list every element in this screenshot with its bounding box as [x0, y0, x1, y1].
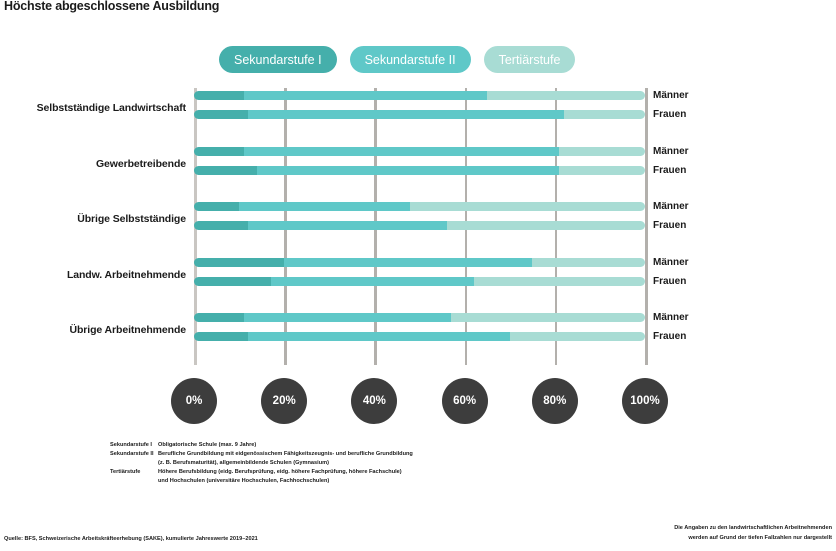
category-label: Übrige Arbeitnehmende — [69, 324, 186, 336]
series-label-frauen: Frauen — [653, 164, 687, 176]
footnote-term: Sekundarstufe I — [110, 442, 152, 448]
footnote-definition-continued: (z. B. Berufsmaturität), allgemeinbilden… — [158, 460, 329, 467]
bar-segment-2 — [487, 91, 645, 100]
x-axis-tick-label: 60% — [453, 395, 477, 407]
bar-segment-2 — [446, 221, 645, 230]
legend-item-label: Sekundarstufe I — [234, 52, 322, 67]
legend-item-1[interactable]: Sekundarstufe II — [349, 46, 471, 73]
bar--brige-arbeitnehmende-männer[interactable] — [194, 313, 645, 322]
bar--brige-arbeitnehmende-frauen[interactable] — [194, 332, 645, 341]
bar--brige-selbstst-ndige-frauen[interactable] — [194, 221, 645, 230]
x-axis-tick-label: 20% — [272, 395, 296, 407]
bar-segment-0 — [194, 257, 285, 267]
bar-selbstst-ndige-landwirtschaft-frauen[interactable] — [194, 110, 645, 119]
bar-segment-0 — [194, 276, 271, 286]
bar-segment-2 — [473, 276, 645, 286]
footnote-definitions: Sekundarstufe I Obligatorische Schule (ma… — [110, 441, 670, 486]
category-label: Selbstständige Landwirtschaft — [36, 102, 186, 114]
bar-segment-1 — [243, 146, 560, 156]
x-axis-tick-20: 20% — [261, 378, 308, 424]
x-axis-tick-label: 100% — [630, 395, 660, 407]
series-label-männer: Männer — [653, 145, 689, 157]
bar-segment-1 — [239, 202, 411, 211]
category-label: Übrige Selbstständige — [77, 213, 186, 225]
footnote-row: Sekundarstufe I Obligatorische Schule (ma… — [110, 441, 670, 450]
bar-landw-arbeitnehmende-männer[interactable] — [194, 257, 645, 267]
legend-item-2[interactable]: Tertiärstufe — [483, 46, 576, 73]
bar-segment-0 — [194, 313, 244, 322]
footnote-row: Tertiärstufe Höhere Berufsbildung (eidg. … — [110, 468, 670, 477]
series-label-männer: Männer — [653, 312, 689, 323]
footnote-definition: Höhere Berufsbildung (eidg. Berufsprüfun… — [158, 469, 402, 476]
credit-note: Die Angaben zu den landwirtschaftlichen … — [532, 524, 832, 543]
x-axis-tick-label: 80% — [543, 395, 567, 407]
bar-segment-2 — [559, 165, 645, 175]
footnote-definition: Obligatorische Schule (max. 9 Jahre) — [158, 442, 257, 448]
legend: Sekundarstufe I Sekundarstufe II Tertiärst… — [219, 46, 576, 73]
gridline-100 — [645, 88, 648, 365]
bar-segment-0 — [194, 91, 244, 100]
bar-segment-2 — [410, 202, 645, 211]
legend-item-label: Sekundarstufe II — [364, 52, 456, 67]
bar-segment-2 — [563, 110, 645, 119]
category-label: Landw. Arbeitnehmende — [66, 268, 186, 281]
category-label: Gewerbetreibende — [95, 157, 186, 170]
footnote-definition-continued: und Hochschulen (universitäre Hochschule… — [158, 478, 330, 485]
bar-landw-arbeitnehmende-frauen[interactable] — [194, 276, 645, 286]
legend-item-0[interactable]: Sekundarstufe I — [219, 46, 337, 73]
footnote-term: Sekundarstufe II — [110, 451, 154, 458]
bar-segment-1 — [257, 165, 560, 175]
x-axis-tick-40: 40% — [351, 378, 398, 424]
bar-segment-0 — [194, 165, 258, 175]
bar-segment-1 — [243, 91, 488, 100]
bar-segment-1 — [248, 332, 510, 341]
series-label-frauen: Frauen — [653, 220, 687, 231]
bar--brige-selbstst-ndige-männer[interactable] — [194, 202, 645, 211]
bar-segment-2 — [559, 146, 645, 156]
page-title: Höchste abgeschlossene Ausbildung — [4, 0, 220, 13]
x-axis-tick-0: 0% — [171, 378, 217, 424]
credit-line: werden auf Grund der tiefen Fallzahlen n… — [688, 534, 832, 541]
series-label-frauen: Frauen — [653, 275, 687, 287]
x-axis-tick-100: 100% — [622, 378, 668, 424]
credit-line: Die Angaben zu den landwirtschaftlichen … — [674, 525, 832, 531]
bar-gewerbetreibende-frauen[interactable] — [194, 165, 645, 175]
bar-segment-0 — [194, 202, 240, 211]
bar-gewerbetreibende-männer[interactable] — [194, 146, 645, 156]
footnote-definition: Berufliche Grundbildung mit eidgenössisc… — [158, 451, 413, 458]
bar-segment-0 — [194, 110, 249, 119]
bar-segment-1 — [248, 110, 564, 119]
legend-item-label: Tertiärstufe — [498, 52, 561, 67]
bar-segment-0 — [194, 221, 249, 230]
x-axis-tick-80: 80% — [531, 378, 578, 424]
x-axis: 0% 20% 40% 60% 80% 100% — [0, 378, 836, 426]
plot-area — [194, 88, 648, 365]
series-label-männer: Männer — [653, 90, 689, 101]
series-label-frauen: Frauen — [653, 109, 687, 120]
bar-segment-0 — [194, 146, 244, 156]
bar-segment-1 — [270, 276, 474, 286]
bar-selbstst-ndige-landwirtschaft-männer[interactable] — [194, 91, 645, 100]
series-label-männer: Männer — [653, 201, 689, 212]
bar-segment-2 — [532, 257, 645, 267]
footnote-row: Sekundarstufe II Berufliche Grundbildung … — [110, 450, 670, 459]
x-axis-tick-label: 0% — [185, 395, 203, 407]
footnote-term: Tertiärstufe — [110, 469, 141, 476]
bar-segment-2 — [451, 313, 645, 322]
series-label-männer: Männer — [653, 256, 689, 268]
series-label-frauen: Frauen — [653, 331, 687, 342]
bar-segment-1 — [248, 221, 447, 230]
source-line: Quelle: BFS, Schweizerische Arbeitskräft… — [4, 536, 258, 542]
bar-segment-0 — [194, 332, 249, 341]
bar-segment-1 — [243, 313, 452, 322]
x-axis-tick-60: 60% — [441, 378, 488, 424]
bar-segment-2 — [509, 332, 645, 341]
bar-segment-1 — [284, 257, 533, 267]
x-axis-tick-label: 40% — [362, 395, 386, 407]
